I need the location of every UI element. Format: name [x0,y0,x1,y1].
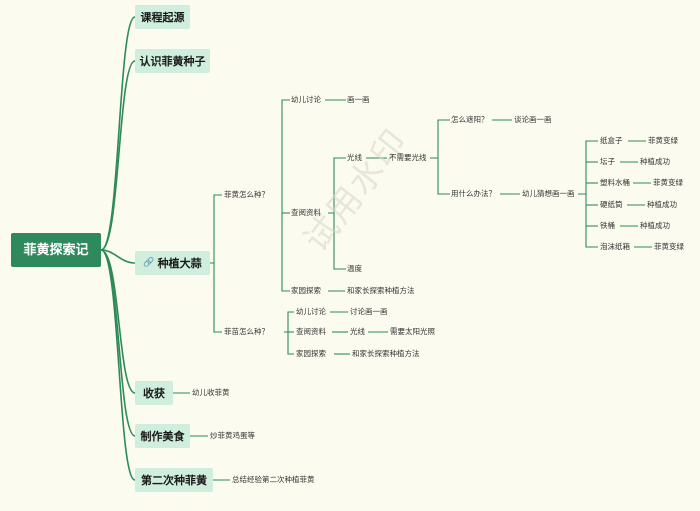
q-how-to-plant-seedlings[interactable]: 菲苗怎么种？ [224,327,269,336]
container-result[interactable]: 种植成功 [647,200,677,209]
container-item[interactable]: 铁桶 [600,221,615,230]
q2-discuss-draw[interactable]: 讨论画一画 [350,307,388,316]
branch-second-planting[interactable]: 第二次种菲黄 [135,468,213,492]
container-result[interactable]: 种植成功 [640,157,670,166]
child-guess-draw[interactable]: 幼儿猜想画一画 [522,189,575,198]
root-node[interactable]: 菲黄探索记 [11,233,101,267]
q1-light[interactable]: 光线 [347,153,362,162]
branch-make-food[interactable]: 制作美食 [135,424,190,448]
branch-harvest[interactable]: 收获 [135,381,173,405]
branch-know-seeds[interactable]: 认识菲黄种子 [135,49,210,73]
branch-plant-garlic-label: 种植大蒜 [157,256,202,270]
q2-needs-sunlight[interactable]: 需要太阳光照 [390,327,435,336]
q-what-method[interactable]: 用什么办法？ [451,189,496,198]
q1-explore-with-parents[interactable]: 和家长探索种植方法 [347,286,415,295]
q1-no-light-needed[interactable]: 不需要光线 [389,153,427,162]
container-item[interactable]: 塑料水桶 [600,178,630,187]
branch-course-origin[interactable]: 课程起源 [135,5,190,29]
q-how-to-shade[interactable]: 怎么遮阳？ [451,115,489,124]
container-item[interactable]: 坛子 [600,157,615,166]
container-item[interactable]: 硬纸筒 [600,200,623,209]
container-result[interactable]: 菲黄变绿 [653,178,683,187]
discuss-and-draw[interactable]: 谈论画一画 [514,115,552,124]
q-how-to-plant-chives[interactable]: 菲黄怎么种？ [224,190,269,199]
q1-research[interactable]: 查阅资料 [291,208,321,217]
container-result[interactable]: 菲黄变绿 [648,136,678,145]
q1-draw[interactable]: 画一画 [347,95,370,104]
q1-child-discussion[interactable]: 幼儿讨论 [291,95,321,104]
branch-plant-garlic[interactable]: 🔗 种植大蒜 [135,251,210,275]
q2-light[interactable]: 光线 [350,327,365,336]
container-result[interactable]: 种植成功 [640,221,670,230]
q1-temperature[interactable]: 温度 [347,264,362,273]
container-item[interactable]: 泡沫纸箱 [600,242,630,251]
container-result[interactable]: 菲黄变绿 [654,242,684,251]
harvest-child[interactable]: 幼儿收菲黄 [192,388,230,397]
q2-home-explore[interactable]: 家园探索 [296,349,326,358]
q2-explore-with-parents[interactable]: 和家长探索种植方法 [352,349,420,358]
second-planting-child[interactable]: 总结经验第二次种植菲黄 [232,475,315,484]
q1-home-explore[interactable]: 家园探索 [291,286,321,295]
food-child[interactable]: 炒菲黄鸡蛋等 [210,431,255,440]
q2-research[interactable]: 查阅资料 [296,327,326,336]
q2-child-discussion[interactable]: 幼儿讨论 [296,307,326,316]
paperclip-icon: 🔗 [143,257,155,268]
container-item[interactable]: 纸盒子 [600,136,623,145]
